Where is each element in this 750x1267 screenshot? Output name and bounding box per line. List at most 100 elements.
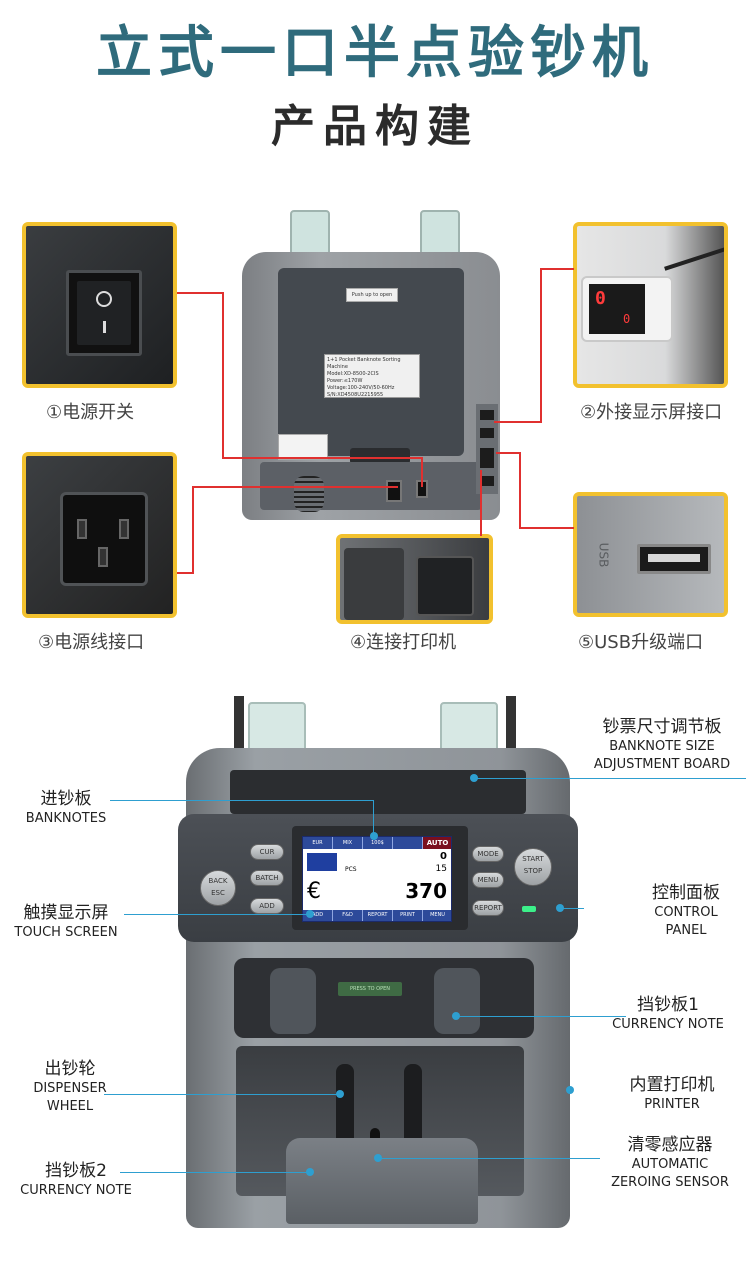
callout-line (562, 908, 584, 909)
callout-dot (556, 904, 564, 912)
external-display: 0 0 (581, 276, 673, 342)
machine-front-view: CUR BATCH ADD BACK ESC EUR MIX 100$ AUTO… (178, 690, 578, 1230)
screen-value-2: 15 (435, 864, 447, 874)
connector-line (177, 292, 223, 294)
currency-symbol: € (307, 879, 321, 904)
callout-dot (336, 1090, 344, 1098)
external-display-photo: 0 0 (573, 222, 728, 388)
label-currency-note-2: 挡钞板2 CURRENCY NOTE (20, 1161, 132, 1198)
socket-pin (98, 547, 108, 567)
connector-line (540, 268, 574, 270)
power-switch-photo (22, 222, 177, 388)
connector-line (222, 292, 224, 458)
status-led (522, 906, 536, 912)
start-stop-button[interactable]: START STOP (514, 848, 552, 886)
screen-tab-100[interactable]: 100$ (363, 837, 393, 849)
rear-slot (350, 448, 410, 464)
callout-dot (306, 910, 314, 918)
connector-line (192, 486, 398, 488)
display-cable (664, 245, 724, 271)
label-currency-note-1: 挡钞板1 CURRENCY NOTE (612, 995, 724, 1032)
connector-line (222, 457, 422, 459)
plate-sn: S/N:XD4508U2215955 (327, 392, 384, 398)
rear-top-label: Push up to open (346, 288, 398, 302)
callout-line (378, 1158, 600, 1159)
press-to-open-label[interactable]: PRESS TO OPEN (338, 982, 402, 996)
label-touch-screen: 触摸显示屏 TOUCH SCREEN (14, 903, 118, 940)
callout-dot (374, 1154, 382, 1162)
report-button[interactable]: REPORT (472, 900, 504, 916)
display-digit-main: 0 (595, 288, 606, 309)
plate-power: Power:≤170W (327, 378, 363, 384)
rear-tray-right (420, 210, 460, 254)
caption-usb-port: ⑤USB升级端口 (578, 632, 704, 653)
machine-side (344, 548, 404, 620)
currency-note-stopper-1 (270, 968, 316, 1034)
feeder-hopper (230, 770, 526, 814)
power-socket (60, 492, 148, 586)
add-button[interactable]: ADD (250, 898, 284, 914)
screen-btn-add[interactable]: ADD (303, 910, 333, 921)
rear-power-socket (386, 480, 402, 502)
eu-flag-icon (307, 853, 337, 871)
connector-line (519, 527, 574, 529)
screen-tab-auto[interactable]: AUTO (423, 837, 451, 849)
cur-button[interactable]: CUR (250, 844, 284, 860)
connector-line (177, 572, 193, 574)
rear-tray-left (290, 210, 330, 254)
connector-line (496, 452, 520, 454)
screen-btn-report[interactable]: REPORT (363, 910, 393, 921)
plate-model: Model:XD-8500-2CIS (327, 371, 379, 377)
plate-title: 1+1 Pocket Banknote Sorting Machine (327, 357, 401, 370)
callout-line (474, 778, 746, 779)
connector-line (519, 452, 521, 528)
menu-button[interactable]: MENU (472, 872, 504, 888)
callout-dot (566, 1086, 574, 1094)
screen-pcs-label: PCS (345, 866, 357, 873)
socket-pin (77, 519, 87, 539)
callout-dot (470, 774, 478, 782)
touch-screen[interactable]: EUR MIX 100$ AUTO 0 PCS 15 € 370 ADD F&D… (302, 836, 452, 922)
screen-btn-menu[interactable]: MENU (423, 910, 451, 921)
label-banknotes: 进钞板 BANKNOTES (25, 789, 107, 826)
caption-power-socket: ③电源线接口 (38, 632, 145, 653)
machine-rear-view: Push up to open 1+1 Pocket Banknote Sort… (242, 210, 500, 520)
screen-tab-blank[interactable] (393, 837, 423, 849)
power-off-icon (96, 291, 112, 307)
label-printer: 内置打印机 PRINTER (629, 1075, 715, 1112)
caption-printer: ④连接打印机 (350, 632, 457, 653)
printer-icon (416, 556, 474, 616)
screen-tab-eur[interactable]: EUR (303, 837, 333, 849)
connector-line (540, 268, 542, 422)
callout-dot (452, 1012, 460, 1020)
callout-line (120, 1172, 310, 1173)
caption-external-display: ②外接显示屏接口 (580, 402, 723, 423)
callout-line (456, 1016, 626, 1017)
callout-line (110, 800, 374, 801)
connector-line (421, 457, 423, 487)
back-esc-button[interactable]: BACK ESC (200, 870, 236, 906)
currency-note-stopper-1 (434, 968, 480, 1034)
display-digit-sub: 0 (623, 312, 631, 326)
label-zeroing-sensor: 清零感应器 AUTOMATIC ZEROING SENSOR (611, 1135, 729, 1190)
mode-button[interactable]: MODE (472, 846, 504, 862)
plate-voltage: Voltage:100-240V/50-60Hz (327, 385, 395, 391)
batch-button[interactable]: BATCH (250, 870, 284, 886)
connector-line (192, 486, 194, 574)
screen-btn-print[interactable]: PRINT (393, 910, 423, 921)
page-title: 立式一口半点验钞机 (96, 21, 654, 86)
label-control-panel: 控制面板 CONTROL PANEL (652, 883, 720, 938)
callout-line (124, 914, 310, 915)
speaker-grill (294, 476, 324, 512)
connector-line (494, 421, 542, 423)
power-switch (66, 270, 142, 356)
callout-dot (370, 832, 378, 840)
screen-tab-mix[interactable]: MIX (333, 837, 363, 849)
usb-port (637, 544, 711, 574)
power-socket-photo (22, 452, 177, 618)
screen-value-1: 0 (440, 851, 447, 862)
page-subtitle: 产品构建 (271, 101, 479, 152)
screen-btn-fd[interactable]: F&D (333, 910, 363, 921)
usb-text: USB (596, 542, 611, 568)
connector-line (480, 470, 482, 536)
